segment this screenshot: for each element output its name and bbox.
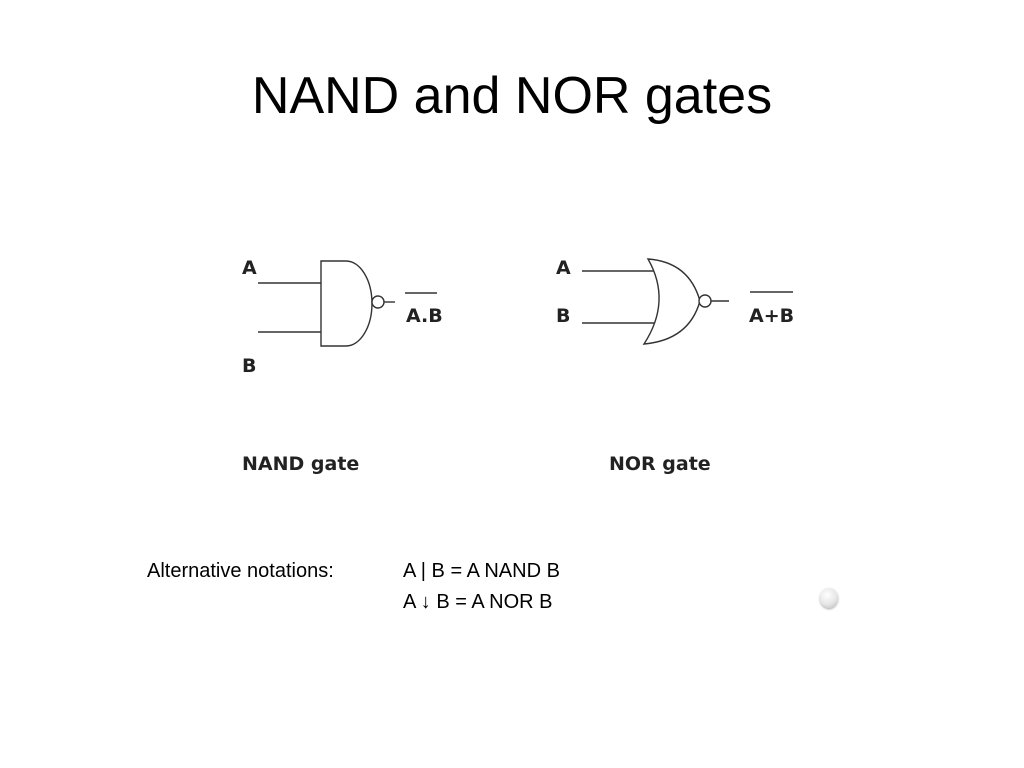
nor-gate-caption: NOR gate xyxy=(609,453,711,475)
nor-input-b-label: B xyxy=(556,305,570,327)
nand-input-a-label: A xyxy=(242,257,257,279)
nand-inversion-bubble xyxy=(371,295,385,309)
nand-gate-body xyxy=(320,260,373,347)
nor-gate: A B A+B NOR gate xyxy=(556,257,794,475)
nand-gate: A B A.B NAND gate xyxy=(242,257,443,475)
nor-inversion-bubble xyxy=(698,294,712,308)
nor-notation: A ↓ B = A NOR B xyxy=(403,591,553,613)
nor-input-a-label: A xyxy=(556,257,571,279)
nor-gate-body xyxy=(642,258,701,345)
notations-label: Alternative notations: xyxy=(147,560,334,582)
slide-title: NAND and NOR gates xyxy=(251,67,773,125)
laser-pointer-dot xyxy=(820,588,838,608)
nand-input-b-label: B xyxy=(242,355,256,377)
nand-gate-caption: NAND gate xyxy=(242,453,359,475)
nand-notation: A | B = A NAND B xyxy=(403,560,560,582)
nor-output-label: A+B xyxy=(749,305,794,327)
nand-output-label: A.B xyxy=(406,305,443,327)
